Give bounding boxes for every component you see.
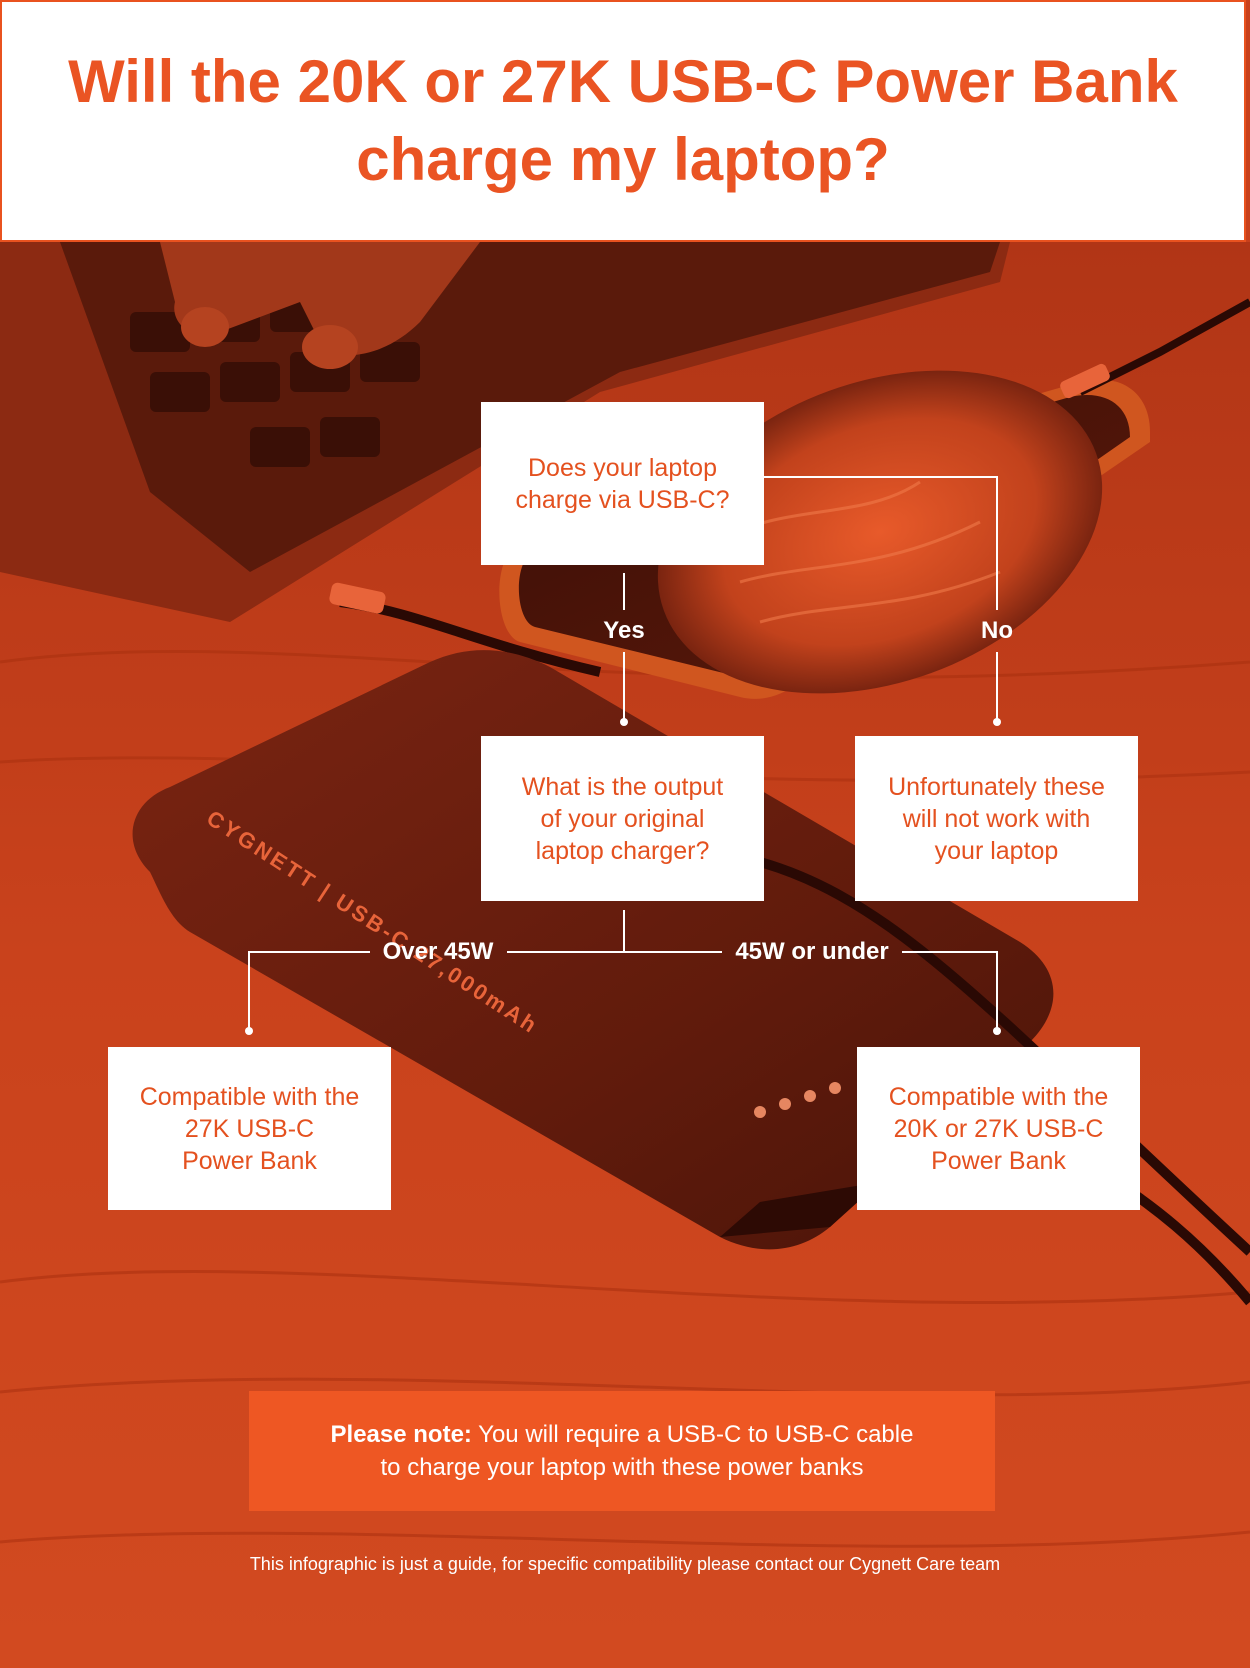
footer-disclaimer: This infographic is just a guide, for sp… xyxy=(249,1554,1001,1574)
not-compatible-line3: your laptop xyxy=(934,836,1059,865)
yes-label: Yes xyxy=(603,617,645,644)
note-bold-label: Please note: xyxy=(330,1421,472,1448)
power-bank-image: CYGNETT | USB-C 27,000mAh xyxy=(132,650,1250,1306)
phone-image xyxy=(499,298,1250,699)
question-usb-c-line1: Does your laptop xyxy=(527,453,717,482)
over-45w-label: Over 45W xyxy=(382,938,494,965)
result-not-compatible-box: Unfortunately these will not work with y… xyxy=(855,736,1138,901)
question-output-line3: laptop charger? xyxy=(535,836,710,865)
question-charger-output-box: What is the output of your original lapt… xyxy=(481,736,764,901)
question-usb-c-line2: charge via USB-C? xyxy=(515,485,730,514)
result-20k-27k-box: Compatible with the 20K or 27K USB-C Pow… xyxy=(857,1047,1140,1210)
result-20k-line3: Power Bank xyxy=(931,1146,1066,1175)
note-text-line1: You will require a USB-C to USB-C cable xyxy=(478,1421,914,1448)
result-27k-line2: 27K USB-C xyxy=(184,1114,315,1143)
background-photo: CYGNETT | USB-C 27,000mAh xyxy=(0,242,1250,1668)
result-20k-line2: 20K or 27K USB-C xyxy=(893,1114,1104,1143)
note-banner: Please note: You will require a USB-C to… xyxy=(249,1391,995,1511)
45w-or-under-label: 45W or under xyxy=(735,938,889,965)
not-compatible-line2: will not work with xyxy=(902,804,1091,833)
question-output-line2: of your original xyxy=(540,804,705,833)
result-27k-box: Compatible with the 27K USB-C Power Bank xyxy=(108,1047,391,1210)
note-text-line2: to charge your laptop with these power b… xyxy=(380,1454,864,1481)
page-title: Will the 20K or 27K USB-C Power Bank cha… xyxy=(68,48,1178,193)
question-usb-c-box: Does your laptop charge via USB-C? xyxy=(481,402,764,565)
not-compatible-line1: Unfortunately these xyxy=(888,772,1105,801)
result-27k-line3: Power Bank xyxy=(182,1146,317,1175)
result-20k-line1: Compatible with the xyxy=(888,1082,1109,1111)
title-banner: Will the 20K or 27K USB-C Power Bank cha… xyxy=(0,0,1246,242)
no-label: No xyxy=(981,617,1013,644)
result-27k-line1: Compatible with the xyxy=(139,1082,360,1111)
question-output-line1: What is the output xyxy=(521,772,724,801)
